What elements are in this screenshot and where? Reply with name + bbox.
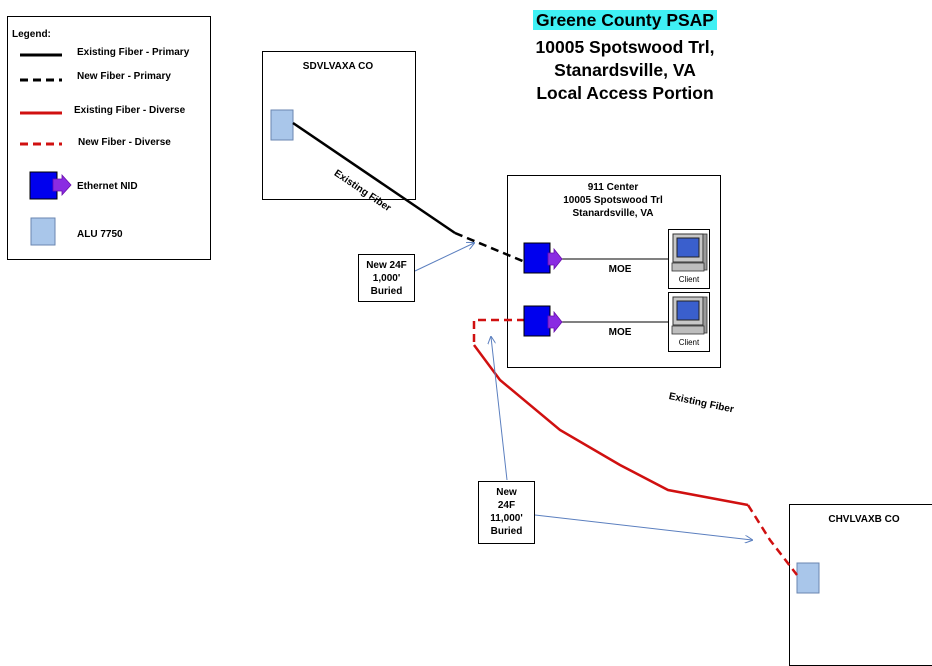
center-label-3: Stanardsville, VA (572, 208, 654, 219)
center-label-2: 10005 Spotswood Trl (563, 195, 663, 206)
client-workstation-top: Client (668, 229, 710, 289)
note-primary-line1: New 24F (366, 260, 407, 271)
note-new-primary: New 24F 1,000' Buried (358, 254, 415, 302)
center-label-1: 911 Center (587, 182, 639, 193)
note-diverse-line4: Buried (490, 526, 523, 537)
note-primary-line2: 1,000' (372, 273, 401, 284)
note-diverse-line1: New (496, 487, 517, 498)
client-workstation-bottom: Client (668, 292, 710, 352)
title-line-2: 10005 Spotswood Trl, (535, 37, 715, 57)
alu-7750-chvlvaxb-icon (796, 562, 820, 594)
legend-label-ethernet-nid: Ethernet NID (77, 181, 138, 192)
alu-7750-sdvlvaxa-icon (270, 109, 294, 141)
computer-icon (671, 233, 708, 272)
title-line-3: Stanardsville, VA (554, 60, 696, 80)
legend-ethernet-nid-icon (29, 171, 72, 200)
computer-icon (671, 296, 708, 335)
legend-label-new-diverse: New Fiber - Diverse (78, 137, 171, 148)
note-diverse-line3: 11,000' (490, 513, 523, 524)
diagram-lines (20, 53, 820, 594)
title-highlight: Greene County PSAP (533, 10, 717, 30)
legend-label-new-primary: New Fiber - Primary (77, 71, 171, 82)
moe-label-bottom: MOE (608, 327, 632, 338)
sdvlvaxa-co-label: SDVLVAXA CO (302, 61, 374, 72)
chvlvaxb-co-label: CHVLVAXB CO (828, 514, 900, 525)
callout-arrow-diverse-right (534, 514, 752, 540)
ethernet-nid-bottom-icon (523, 305, 563, 337)
title-line-1: Greene County PSAP (475, 9, 775, 31)
new-fiber-diverse-line-top (472, 318, 525, 345)
legend-heading: Legend: (12, 29, 51, 40)
client-label-top: Client (678, 275, 700, 284)
note-diverse-line2: 24F (497, 500, 516, 511)
ethernet-nid-top-icon (523, 242, 563, 274)
callout-arrow-diverse-up (491, 337, 508, 481)
legend-label-existing-primary: Existing Fiber - Primary (77, 47, 190, 58)
existing-fiber-diverse-line (472, 344, 749, 507)
moe-label-top: MOE (608, 264, 632, 275)
callout-arrow-primary (414, 243, 474, 272)
title-line-4: Local Access Portion (536, 83, 714, 103)
legend-alu-7750-icon (30, 217, 56, 246)
existing-fiber-primary-line (292, 121, 456, 235)
client-label-bottom: Client (678, 338, 700, 347)
legend-label-existing-diverse: Existing Fiber - Diverse (74, 105, 186, 116)
new-fiber-diverse-line-bottom (746, 504, 798, 576)
note-new-diverse: New 24F 11,000' Buried (478, 481, 535, 544)
note-primary-line3: Buried (370, 286, 403, 297)
legend-label-alu: ALU 7750 (77, 229, 123, 240)
